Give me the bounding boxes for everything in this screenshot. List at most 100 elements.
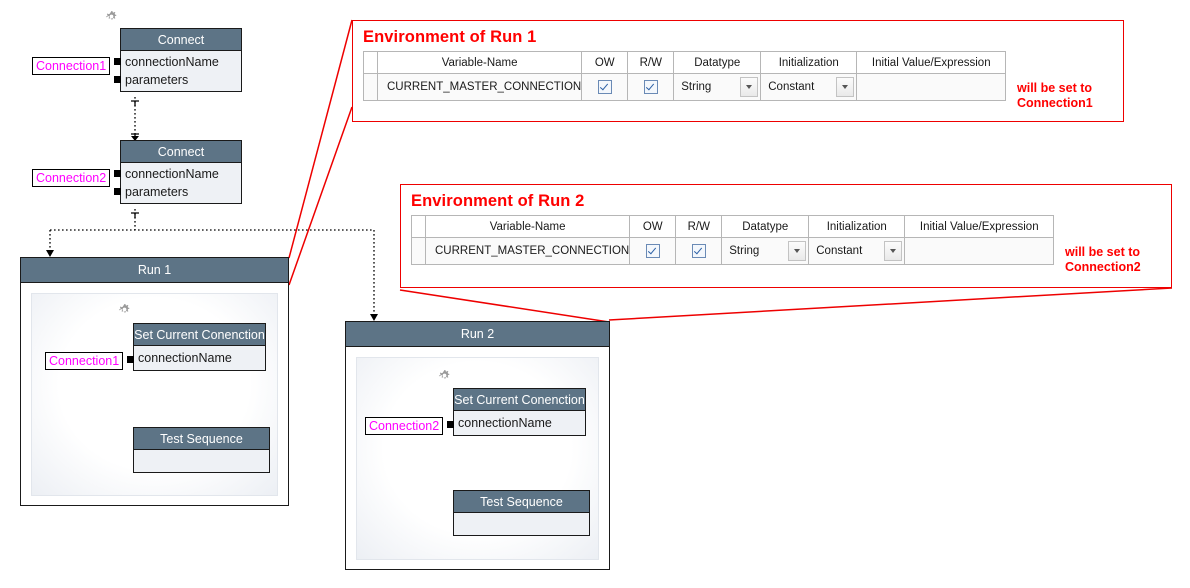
- chevron-down-icon[interactable]: [836, 77, 855, 97]
- checkbox-checked-icon[interactable]: [645, 244, 660, 258]
- datatype-value: String: [729, 245, 760, 257]
- cell-datatype[interactable]: String: [721, 237, 810, 265]
- gear-icon: [105, 10, 117, 20]
- cell-datatype[interactable]: String: [673, 73, 762, 101]
- checkbox-checked-icon[interactable]: [597, 80, 612, 94]
- port-marker-parameters: [114, 76, 121, 83]
- datatype-value: String: [681, 81, 712, 93]
- block-test-sequence-1[interactable]: Test Sequence: [133, 427, 270, 473]
- block-title: Set Current Conenction: [454, 389, 585, 411]
- callout-environment-run-1: Environment of Run 1 Variable-Name OW R/…: [352, 20, 1124, 122]
- block-test-sequence-2[interactable]: Test Sequence: [453, 490, 590, 536]
- column-header-datatype: Datatype: [721, 215, 810, 238]
- block-title: Test Sequence: [454, 491, 589, 513]
- cell-initial-value[interactable]: [856, 73, 1007, 101]
- block-body: connectionName: [454, 411, 585, 435]
- cell-variable-name[interactable]: CURRENT_MASTER_CONNECTION: [376, 73, 583, 101]
- port-marker-connectionname: [114, 58, 121, 65]
- initialization-dropdown[interactable]: Constant: [761, 74, 856, 100]
- block-body: connectionName: [134, 346, 265, 370]
- container-title: Run 1: [21, 258, 288, 283]
- annotation-line-2: Connection2: [1065, 260, 1141, 274]
- gear-icon: [438, 369, 450, 379]
- datatype-dropdown[interactable]: String: [674, 74, 760, 100]
- block-title: Set Current Conenction: [134, 324, 265, 346]
- cell-ow[interactable]: [581, 73, 629, 101]
- port-marker-parameters: [114, 188, 121, 195]
- column-header-blank: [363, 51, 378, 74]
- cell-variable-name[interactable]: CURRENT_MASTER_CONNECTION: [424, 237, 631, 265]
- annotation-line-1: will be set to: [1017, 81, 1093, 95]
- cell-initial-value[interactable]: [904, 237, 1055, 265]
- annotation-line-1: will be set to: [1065, 245, 1141, 259]
- checkbox-checked-icon[interactable]: [643, 80, 658, 94]
- block-set-current-connection-1[interactable]: Set Current Conenction connectionName: [133, 323, 266, 371]
- port-marker-connectionname: [114, 170, 121, 177]
- callout-environment-run-2: Environment of Run 2 Variable-Name OW R/…: [400, 184, 1172, 288]
- block-connect-2[interactable]: Connect connectionName parameters: [120, 140, 242, 204]
- cell-rw[interactable]: [675, 237, 723, 265]
- chevron-down-icon[interactable]: [788, 241, 807, 261]
- block-title: Connect: [121, 141, 241, 163]
- annotation-run1: will be set to Connection1: [1017, 81, 1093, 111]
- column-header-rw: R/W: [627, 51, 675, 74]
- block-body: [454, 513, 589, 535]
- block-body: connectionName parameters: [121, 51, 241, 91]
- port-parameters: parameters: [125, 73, 189, 87]
- environment-table-run-2: Variable-Name OW R/W Datatype Initializa…: [411, 215, 1055, 265]
- port-parameters: parameters: [125, 185, 189, 199]
- column-header-initial-value: Initial Value/Expression: [856, 51, 1007, 74]
- connection-label-run1[interactable]: Connection1: [45, 352, 124, 370]
- row-selector-cell[interactable]: [363, 73, 378, 101]
- initialization-dropdown[interactable]: Constant: [809, 238, 904, 264]
- block-connect-1[interactable]: Connect connectionName parameters: [120, 28, 242, 92]
- cell-ow[interactable]: [629, 237, 677, 265]
- cell-initialization[interactable]: Constant: [808, 237, 906, 265]
- port-connectionname: connectionName: [458, 416, 552, 430]
- column-header-initial-value: Initial Value/Expression: [904, 215, 1055, 238]
- column-header-blank: [411, 215, 426, 238]
- column-header-initialization: Initialization: [808, 215, 906, 238]
- chevron-down-icon[interactable]: [740, 77, 759, 97]
- connection-label-1[interactable]: Connection1: [32, 57, 111, 75]
- chevron-down-icon[interactable]: [884, 241, 903, 261]
- callout-title: Environment of Run 1: [363, 28, 537, 46]
- table-header-row: Variable-Name OW R/W Datatype Initializa…: [411, 215, 1055, 238]
- table-header-row: Variable-Name OW R/W Datatype Initializa…: [363, 51, 1007, 74]
- table-row[interactable]: CURRENT_MASTER_CONNECTION String Constan…: [363, 73, 1007, 101]
- leader-line-run1-callout1: [288, 19, 353, 286]
- annotation-run2: will be set to Connection2: [1065, 245, 1141, 275]
- callout-title: Environment of Run 2: [411, 192, 585, 210]
- initialization-value: Constant: [768, 81, 815, 93]
- column-header-ow: OW: [581, 51, 629, 74]
- cell-initialization[interactable]: Constant: [760, 73, 858, 101]
- connection-label-2[interactable]: Connection2: [32, 169, 111, 187]
- initialization-value: Constant: [816, 245, 863, 257]
- column-header-variable-name: Variable-Name: [376, 51, 583, 74]
- port-connectionname: connectionName: [125, 167, 219, 181]
- block-set-current-connection-2[interactable]: Set Current Conenction connectionName: [453, 388, 586, 436]
- container-title: Run 2: [346, 322, 609, 347]
- table-row[interactable]: CURRENT_MASTER_CONNECTION String Constan…: [411, 237, 1055, 265]
- column-header-initialization: Initialization: [760, 51, 858, 74]
- environment-table-run-1: Variable-Name OW R/W Datatype Initializa…: [363, 51, 1007, 101]
- connection-label-run2[interactable]: Connection2: [365, 417, 444, 435]
- checkbox-checked-icon[interactable]: [691, 244, 706, 258]
- row-selector-cell[interactable]: [411, 237, 426, 265]
- block-title: Test Sequence: [134, 428, 269, 450]
- datatype-dropdown[interactable]: String: [722, 238, 808, 264]
- gear-icon: [118, 303, 130, 313]
- leader-line-run2-callout2: [399, 287, 1173, 323]
- wire-connect1-to-connect2: [131, 97, 139, 141]
- port-marker-connectionname: [127, 356, 134, 363]
- block-body: [134, 450, 269, 472]
- cell-rw[interactable]: [627, 73, 675, 101]
- port-connectionname: connectionName: [138, 351, 232, 365]
- block-body: connectionName parameters: [121, 163, 241, 203]
- annotation-line-2: Connection1: [1017, 96, 1093, 110]
- column-header-variable-name: Variable-Name: [424, 215, 631, 238]
- block-title: Connect: [121, 29, 241, 51]
- column-header-ow: OW: [629, 215, 677, 238]
- port-connectionname: connectionName: [125, 55, 219, 69]
